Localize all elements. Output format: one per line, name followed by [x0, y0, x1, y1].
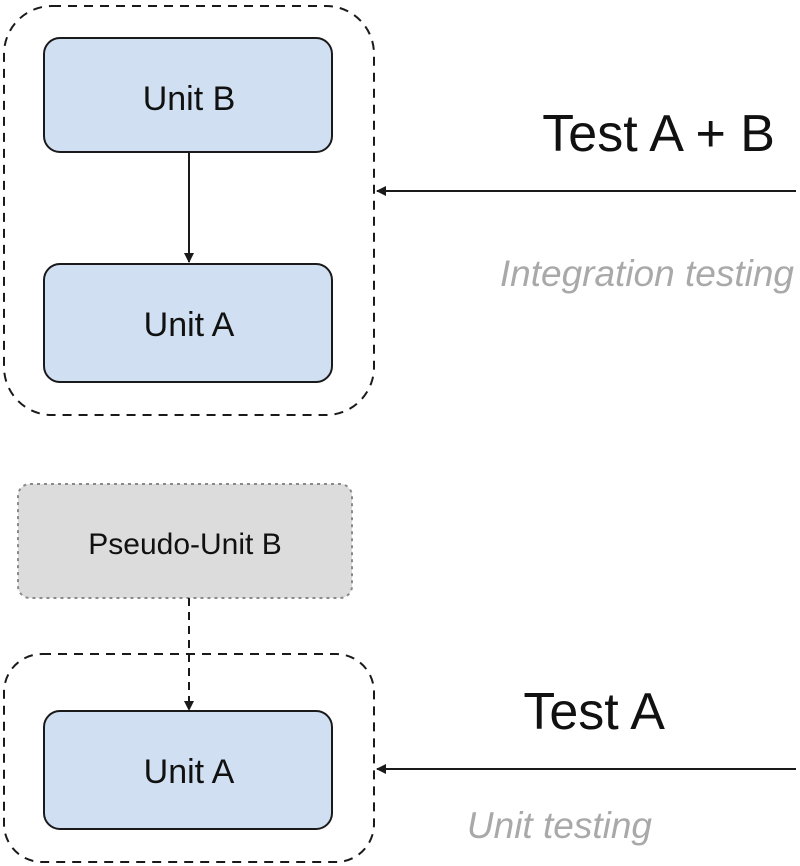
unit-a-box-integration [43, 263, 333, 383]
integration-test-title: Test A + B [542, 105, 775, 163]
integration-boundary [3, 5, 375, 416]
unit-a-label-integration: Unit A [144, 306, 235, 344]
pseudo-unit-b-label: Pseudo-Unit B [88, 528, 281, 561]
unit-test-title: Test A [523, 683, 665, 741]
pseudo-unit-b-box [17, 483, 353, 599]
unit-b-label: Unit B [143, 80, 236, 118]
unit-a-label-unit: Unit A [144, 753, 235, 791]
unit-a-box-unit [43, 710, 333, 830]
unit-testing-group: Unit A [3, 653, 375, 863]
unit-boundary [3, 653, 375, 863]
unit-testing-caption: Unit testing [467, 805, 653, 846]
integration-testing-caption: Integration testing [500, 253, 795, 294]
integration-testing-group: Unit B Unit A [3, 5, 375, 416]
